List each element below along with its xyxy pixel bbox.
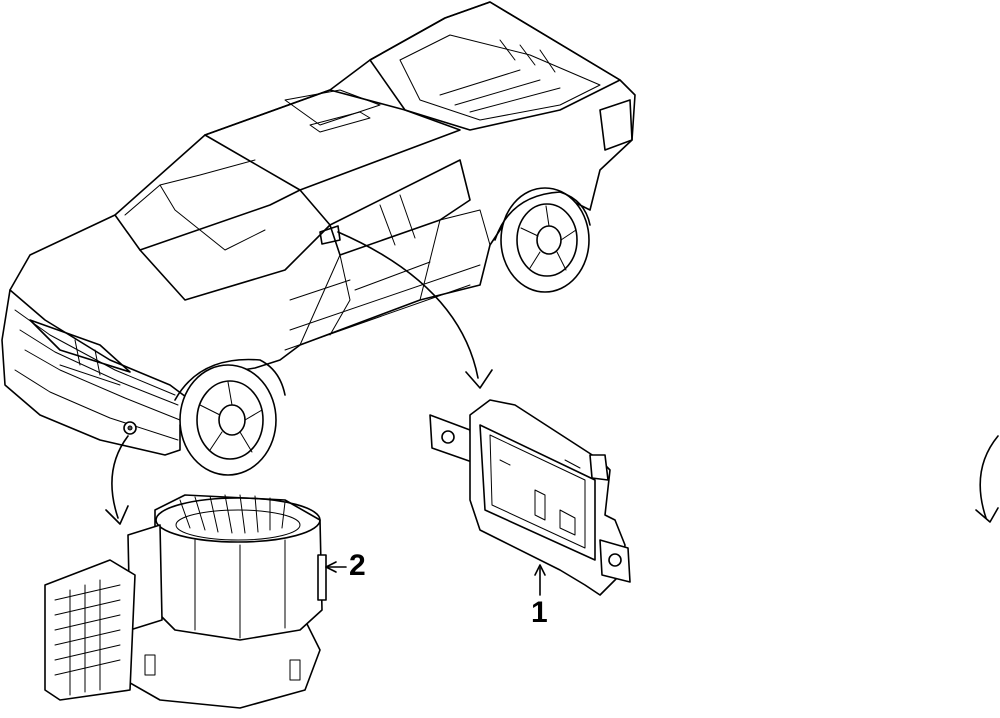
callout-1: 1 <box>531 596 548 629</box>
arrow-to-sensor-icon <box>105 435 129 525</box>
arrow-partial-right-icon <box>975 435 999 523</box>
truck-illustration <box>1 1 636 476</box>
sensor-illustration <box>44 494 347 709</box>
arrow-to-module-icon <box>337 231 493 389</box>
module-illustration <box>429 399 631 596</box>
callout-2: 2 <box>349 549 366 582</box>
